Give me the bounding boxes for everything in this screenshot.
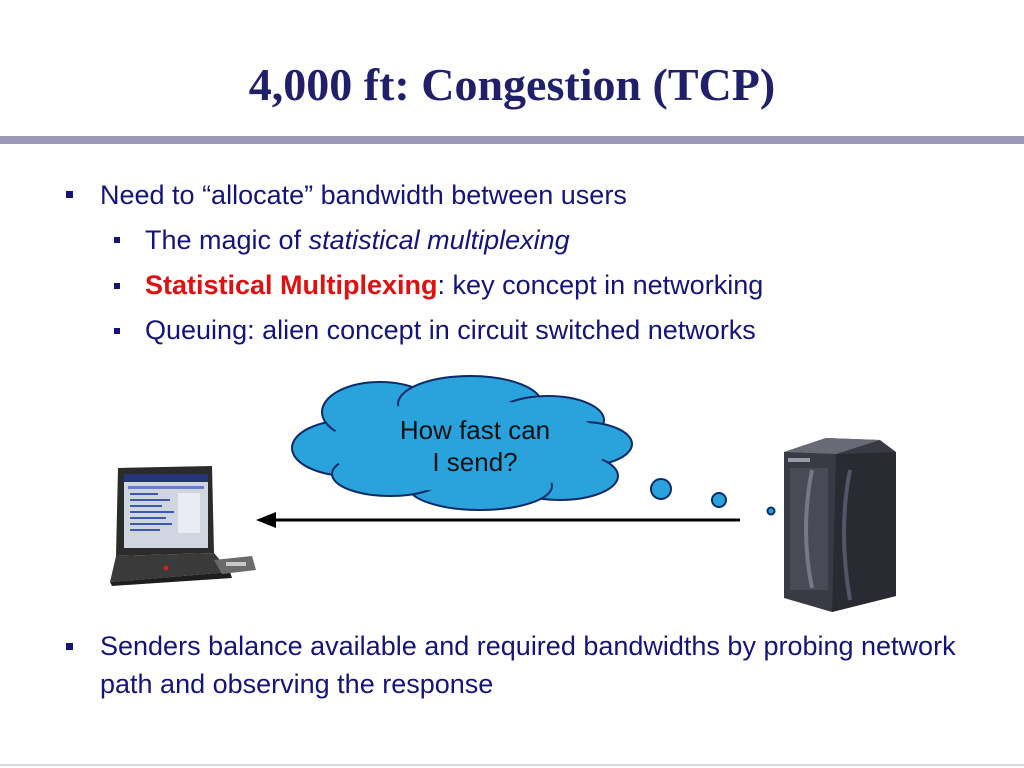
sub-bullet-stat-mux: Statistical Multiplexing: key concept in… bbox=[145, 266, 763, 304]
sub-bullet-stat-mux-rest: : key concept in networking bbox=[437, 270, 764, 300]
bullet-senders-balance: Senders balance available and required b… bbox=[100, 631, 956, 699]
sub-bullet-marker bbox=[114, 237, 120, 243]
bullet-marker bbox=[66, 643, 73, 650]
sub-bullet-queuing: Queuing: alien concept in circuit switch… bbox=[145, 315, 756, 345]
sub-bullet-marker bbox=[114, 328, 120, 334]
sub-bullet-magic-italic: statistical multiplexing bbox=[308, 225, 570, 255]
cloud-caption-line1: How fast can bbox=[399, 415, 551, 445]
laptop-icon bbox=[110, 466, 256, 586]
server-icon bbox=[784, 438, 896, 612]
bullet-marker bbox=[66, 191, 73, 198]
title-divider bbox=[0, 136, 1024, 144]
cloud-caption: How fast can I send? bbox=[370, 414, 580, 478]
arrow-left-icon bbox=[256, 512, 740, 528]
sub-bullet-stat-mux-highlight: Statistical Multiplexing bbox=[145, 270, 438, 300]
slide-title: 4,000 ft: Congestion (TCP) bbox=[248, 59, 776, 110]
footer-divider bbox=[0, 764, 1024, 766]
sub-bullet-magic-prefix: The magic of bbox=[145, 225, 309, 255]
thought-cloud-icon bbox=[291, 375, 633, 511]
sub-bullet-magic: The magic of statistical multiplexing bbox=[145, 221, 570, 259]
bullet-allocate-bandwidth: Need to “allocate” bandwidth between use… bbox=[100, 180, 627, 210]
sub-bullet-marker bbox=[114, 283, 120, 289]
cloud-caption-line2: I send? bbox=[432, 447, 518, 477]
thought-bubbles bbox=[650, 478, 776, 516]
